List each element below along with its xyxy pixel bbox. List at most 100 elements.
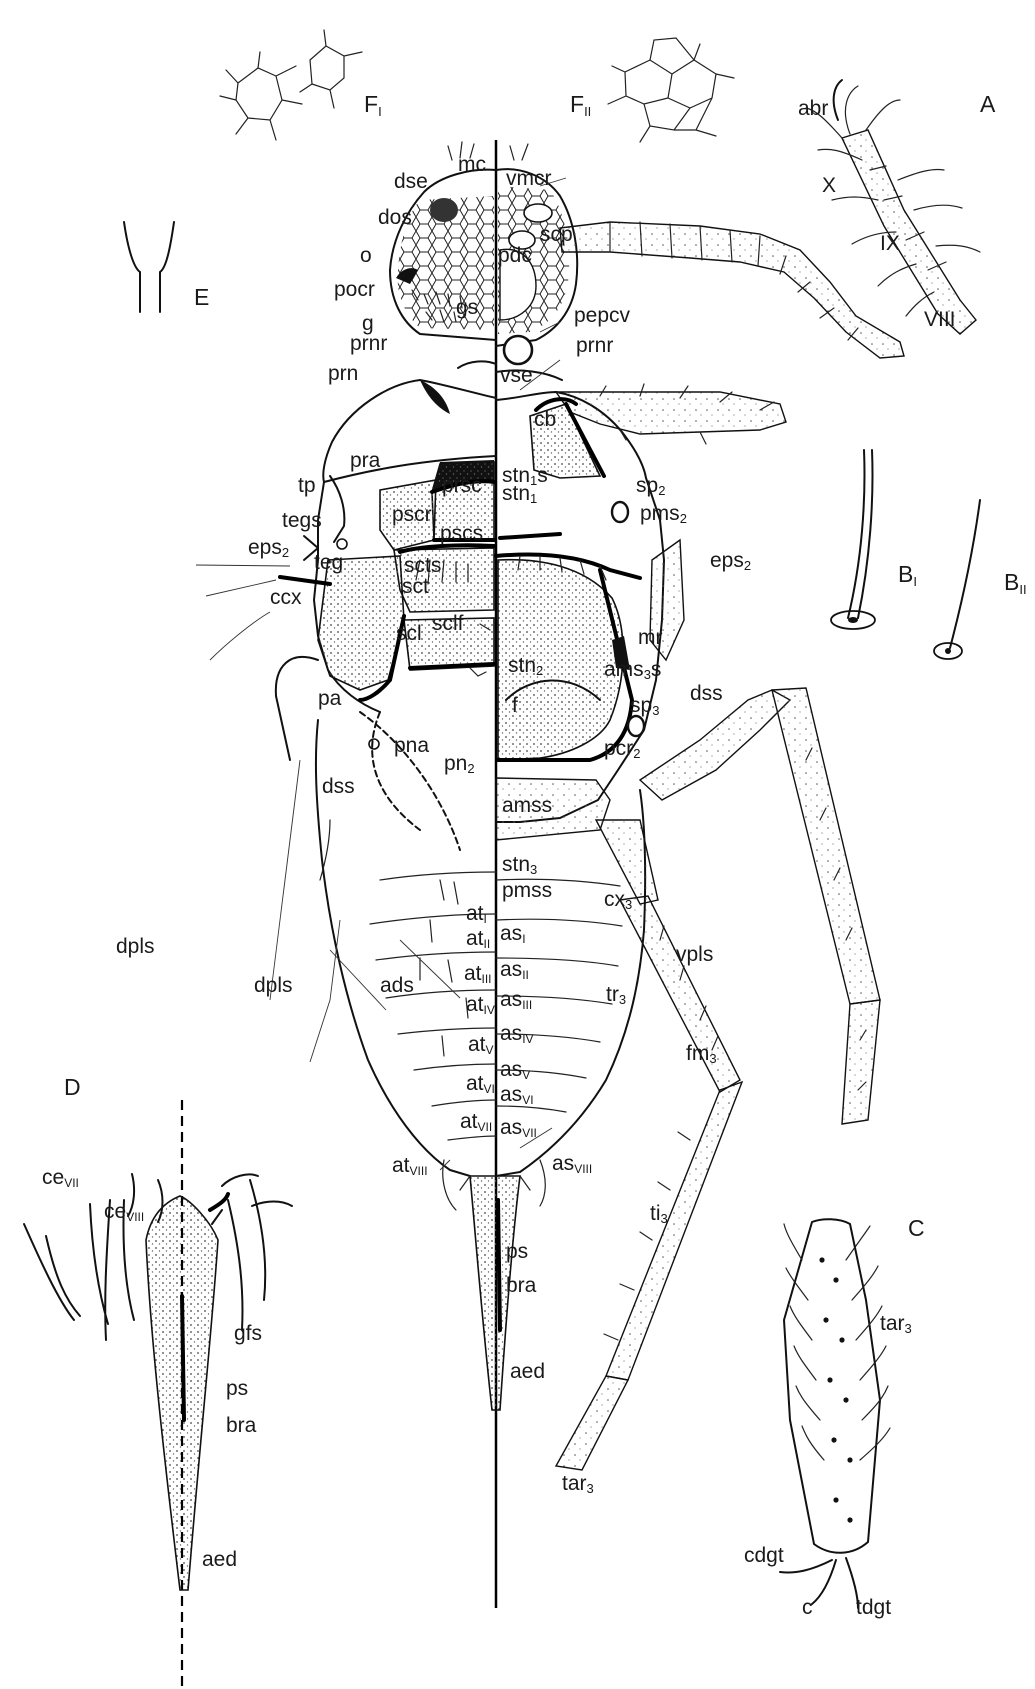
- label-pepcv: pepcv: [574, 304, 631, 327]
- prothorax: [323, 380, 786, 482]
- label-tegs: tegs: [282, 509, 322, 532]
- label-pn2: pn2: [444, 752, 475, 776]
- label-as-v: asV: [500, 1058, 530, 1082]
- label-c-tar3: tar3: [880, 1312, 912, 1336]
- label-c: c: [802, 1596, 813, 1619]
- label-eps2-right: eps2: [710, 549, 751, 573]
- label-d-aed: aed: [202, 1548, 237, 1571]
- label-pna: pna: [394, 734, 429, 757]
- label-vpls: vpls: [676, 943, 713, 966]
- label-at-iii: atIII: [464, 962, 492, 986]
- label-pmss: pmss: [502, 879, 552, 902]
- label-dss-left: dss: [322, 775, 355, 798]
- label-scl: scl: [396, 622, 422, 645]
- label-dpls: dpls: [254, 974, 293, 997]
- label-as-vii: asVII: [500, 1116, 537, 1140]
- label-gs: gs: [456, 296, 478, 319]
- label-ccx: ccx: [270, 586, 302, 609]
- label-ti3: ti3: [650, 1202, 668, 1226]
- label-scts: scts: [404, 554, 441, 577]
- label-ads: ads: [380, 974, 414, 997]
- label-o: o: [360, 244, 372, 267]
- label-d-ps: ps: [226, 1377, 248, 1400]
- label-abr: abr: [798, 97, 828, 120]
- label-dpls-far: dpls: [116, 935, 155, 958]
- label-pcr2: pcr2: [604, 737, 640, 761]
- label-pms2: pms2: [640, 502, 687, 526]
- label-tp: tp: [298, 474, 316, 497]
- label-prn: prn: [328, 362, 358, 385]
- label-as-vi: asVI: [500, 1083, 534, 1107]
- panel-label-d: D: [64, 1074, 81, 1100]
- label-aed: aed: [510, 1360, 545, 1383]
- label-pocr: pocr: [334, 278, 375, 301]
- label-at-vii: atVII: [460, 1110, 492, 1134]
- label-cx3: cx3: [604, 888, 632, 912]
- label-cdgt: cdgt: [744, 1544, 784, 1567]
- label-ams3s: ams3s: [604, 658, 661, 682]
- label-as-viii: asVIII: [552, 1152, 592, 1176]
- label-ce8: ceVIII: [104, 1200, 144, 1224]
- panel-label-f1: FI: [364, 91, 382, 119]
- label-sp3: sp3: [630, 694, 659, 718]
- label-tdgt: tdgt: [856, 1596, 891, 1619]
- panel-label-a: A: [980, 91, 996, 117]
- panel-label-b2: BII: [1004, 569, 1027, 597]
- label-ix: IX: [880, 232, 900, 255]
- label-prsc: prsc: [442, 474, 482, 497]
- label-stn3: stn3: [502, 853, 537, 877]
- label-pscr: pscr: [392, 503, 432, 526]
- panel-e-outline: [124, 222, 174, 312]
- label-at-iv: atIV: [466, 993, 495, 1017]
- label-at-ii: atII: [466, 927, 490, 951]
- label-dse: dse: [394, 170, 428, 193]
- label-teg: teg: [314, 551, 343, 574]
- label-cb: cb: [534, 408, 556, 431]
- label-d-gfs: gfs: [234, 1322, 262, 1345]
- label-mc: mc: [458, 153, 486, 176]
- label-dss-right: dss: [690, 682, 723, 705]
- label-viii: VIII: [924, 308, 956, 331]
- label-eps2-left: eps2: [248, 536, 289, 560]
- label-pscs: pscs: [440, 522, 483, 545]
- label-at-i: atI: [466, 902, 487, 926]
- label-vse: vse: [500, 364, 533, 387]
- label-scp: scp: [540, 223, 573, 246]
- label-vmcr: vmcr: [506, 167, 552, 190]
- panel-label-b1: BI: [898, 561, 917, 589]
- label-as-iii: asIII: [500, 988, 532, 1012]
- label-sclf: sclf: [432, 612, 464, 635]
- label-ce7: ceVII: [42, 1166, 79, 1190]
- label-dos: dos: [378, 206, 412, 229]
- label-sct: sct: [402, 575, 429, 598]
- label-f: f: [512, 694, 518, 717]
- label-as-ii: asII: [500, 958, 529, 982]
- label-ps: ps: [506, 1240, 528, 1263]
- label-sp2: sp2: [636, 474, 665, 498]
- label-at-v: atV: [468, 1033, 494, 1057]
- label-prnr-left: prnr: [350, 332, 387, 355]
- label-pra: pra: [350, 449, 381, 472]
- label-at-viii: atVIII: [392, 1154, 428, 1178]
- label-x: X: [822, 174, 836, 197]
- label-d-bra: bra: [226, 1414, 257, 1437]
- panel-f1-sculpture: [220, 30, 362, 140]
- label-prnr-right: prnr: [576, 334, 613, 357]
- label-tr3: tr3: [606, 983, 626, 1007]
- panel-label-f2: FII: [570, 91, 591, 119]
- panel-f2-sculpture: [608, 38, 734, 142]
- label-mr: mr: [638, 626, 663, 649]
- panel-b1-seta: [831, 450, 875, 629]
- panel-b2-seta: [934, 500, 980, 659]
- panel-label-e: E: [194, 284, 209, 310]
- label-bra: bra: [506, 1274, 537, 1297]
- panel-label-c: C: [908, 1215, 925, 1241]
- label-tar3: tar3: [562, 1472, 594, 1496]
- label-at-vi: atVI: [466, 1072, 495, 1096]
- label-as-iv: asIV: [500, 1022, 534, 1046]
- label-pdc: pdc: [498, 244, 532, 267]
- label-as-i: asI: [500, 922, 526, 946]
- label-amss: amss: [502, 794, 552, 817]
